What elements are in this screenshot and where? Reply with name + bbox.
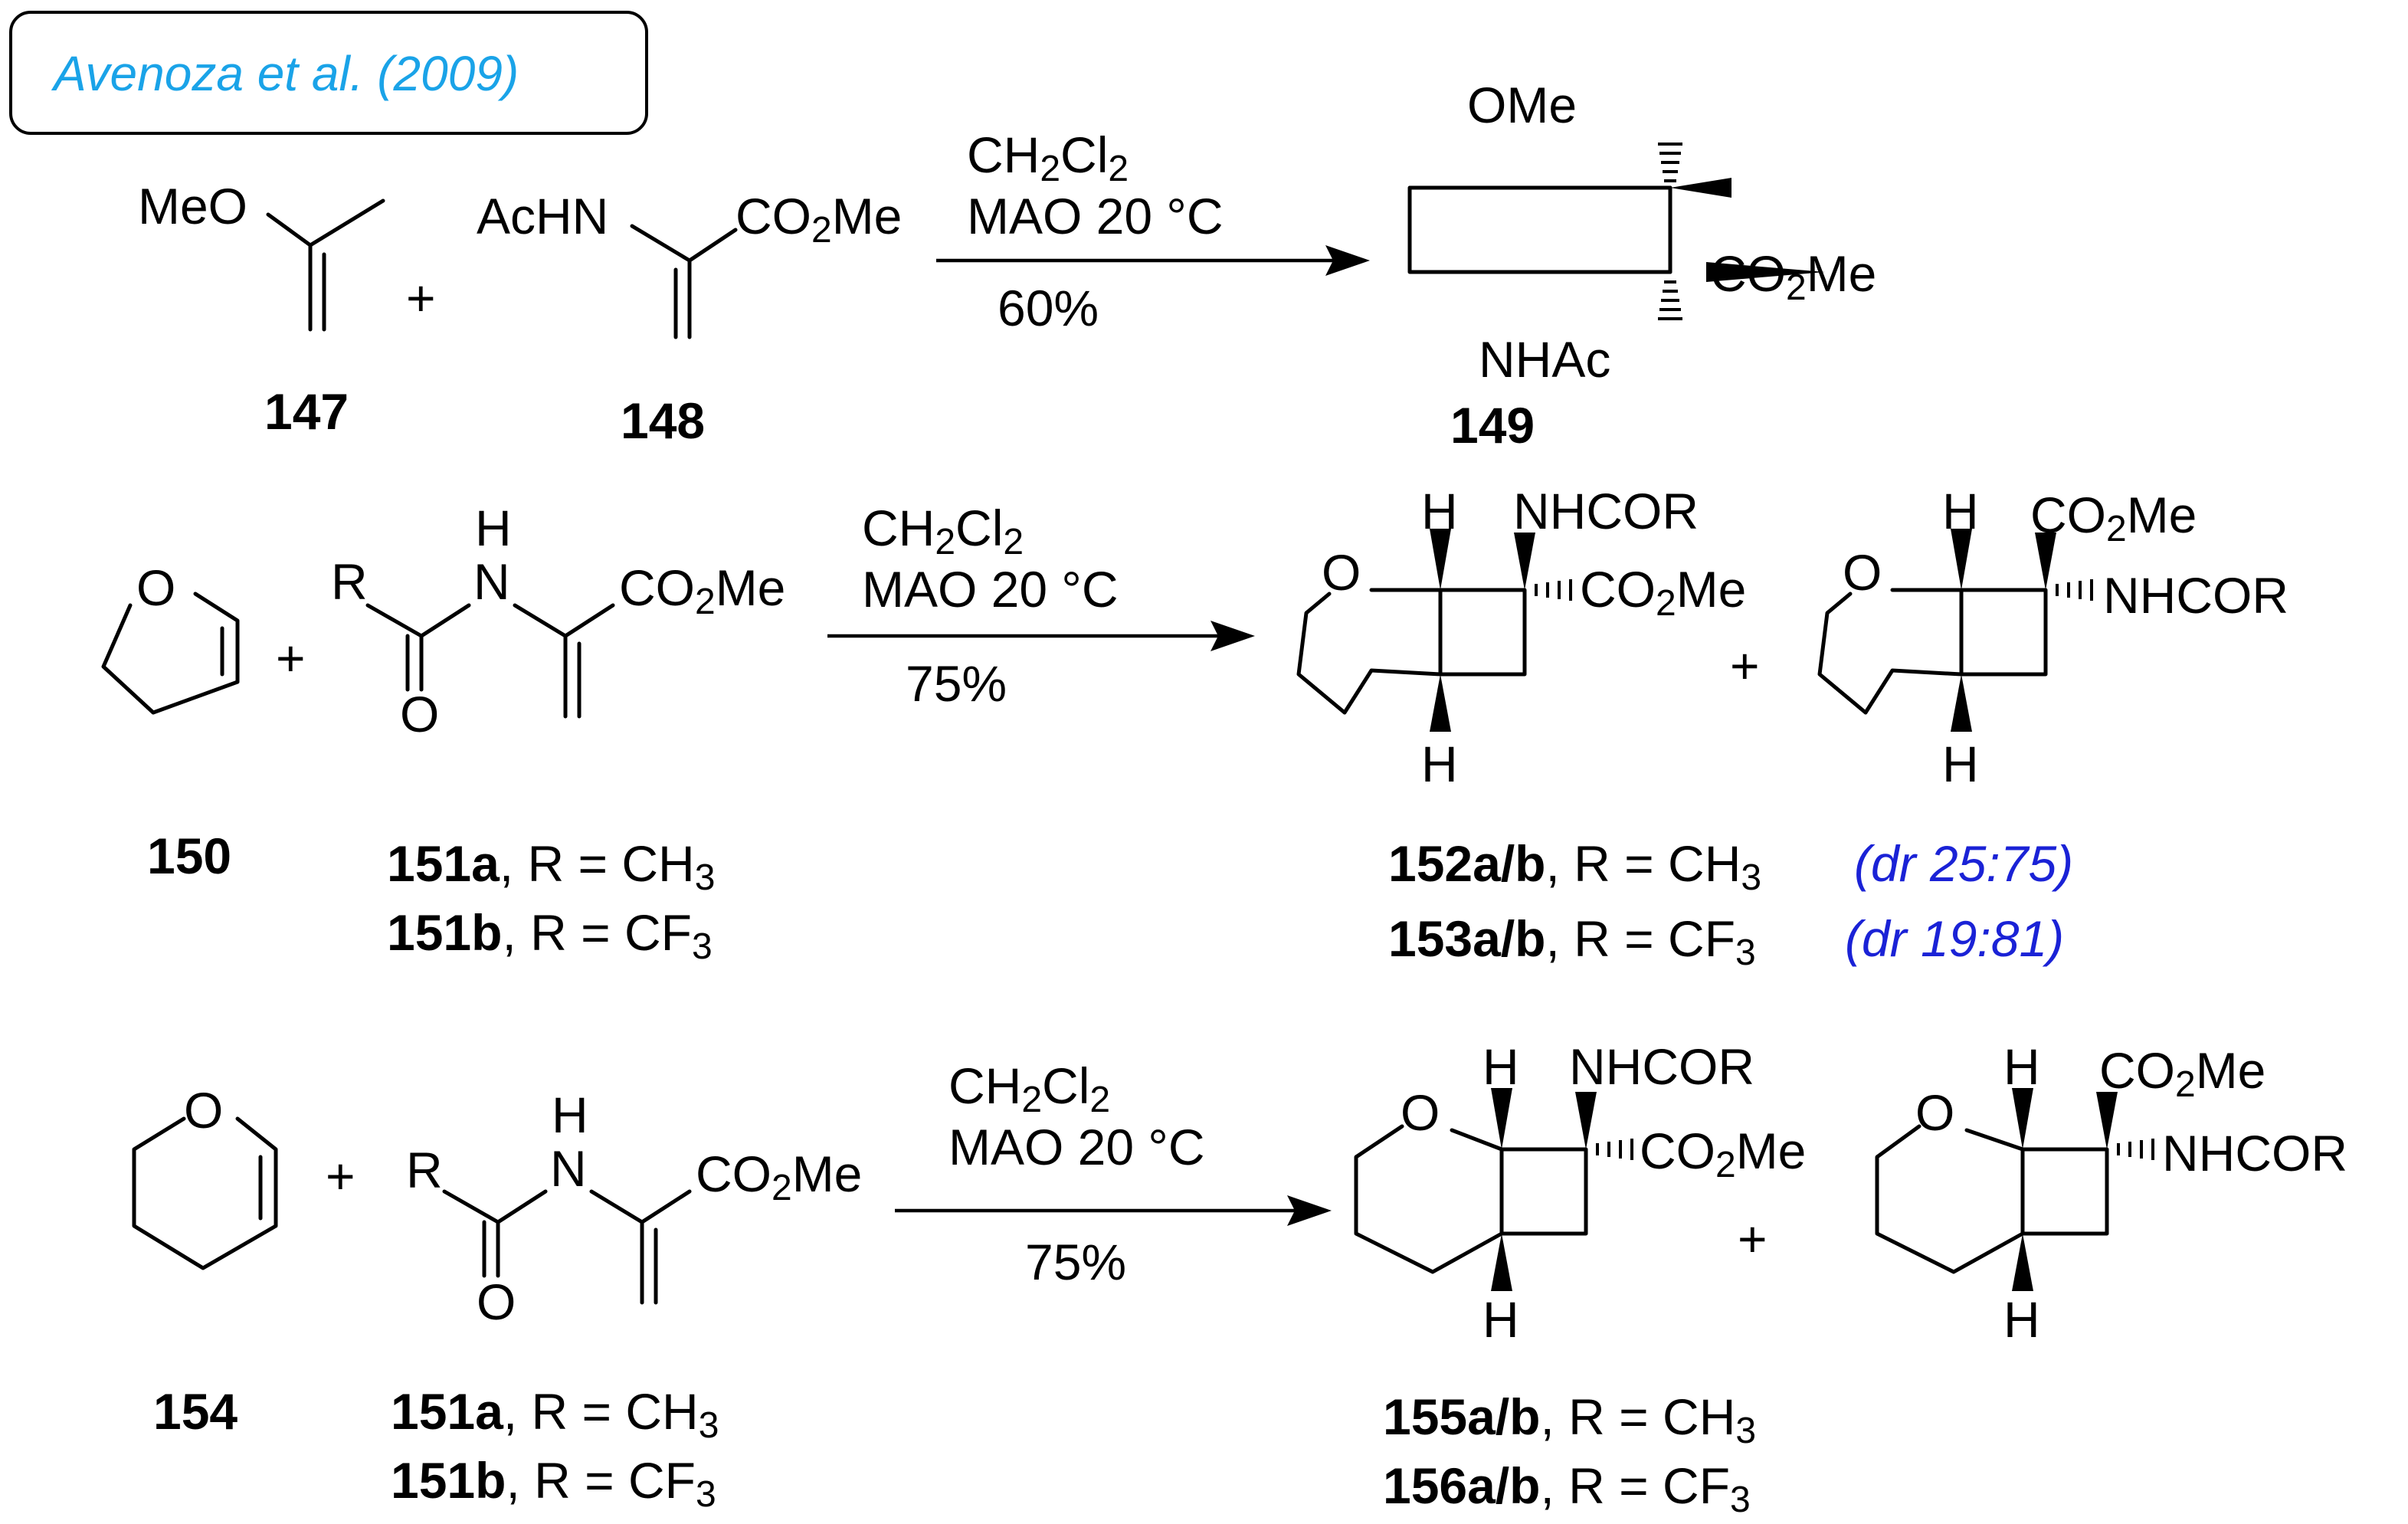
ester-label: CO2Me bbox=[1640, 1123, 1806, 1185]
variant-151a: 151a, R = CH3 bbox=[391, 1383, 719, 1446]
ester-label: CO2Me bbox=[619, 559, 785, 622]
dr-152: (dr 25:75) bbox=[1854, 835, 2073, 892]
compound-151-r3: R O H N CO2Me bbox=[406, 1086, 862, 1330]
label-156ab: 156a/b, R = CF3 bbox=[1383, 1457, 1751, 1520]
compound-149: OMe CO2Me NHAc bbox=[1407, 77, 1876, 388]
label-155ab: 155a/b, R = CH3 bbox=[1383, 1388, 1756, 1451]
r-group: R bbox=[331, 553, 368, 610]
compound-150: O bbox=[101, 559, 240, 715]
amide-h: H bbox=[475, 500, 512, 556]
ring-oxygen: O bbox=[1915, 1084, 1954, 1141]
ester-label: CO2Me bbox=[696, 1145, 862, 1208]
solvent-label: CH2Cl2 bbox=[948, 1057, 1110, 1120]
compound-148: AcHN CO2Me bbox=[477, 188, 902, 339]
h-bottom: H bbox=[1482, 1291, 1519, 1348]
nhcor-label: NHCOR bbox=[1513, 483, 1699, 539]
product-a-r2: O H H NHCOR CO2Me bbox=[1296, 483, 1746, 792]
compound-id-148: 148 bbox=[621, 392, 705, 449]
compound-154: O bbox=[132, 1082, 278, 1270]
amide-n: N bbox=[473, 553, 510, 610]
catalyst-label: MAO 20 °C bbox=[967, 188, 1223, 244]
plus-sign: + bbox=[406, 270, 436, 326]
amide-n: N bbox=[550, 1140, 587, 1197]
compound-id-149: 149 bbox=[1450, 397, 1535, 454]
reaction-1: MeO + AcHN CO2Me CH2Cl2 MAO 20 °C 60% OM… bbox=[138, 77, 1876, 454]
h-bottom: H bbox=[1942, 736, 1979, 792]
ring-oxygen: O bbox=[1322, 544, 1361, 601]
carbonyl-o: O bbox=[400, 686, 439, 742]
ring-oxygen: O bbox=[136, 559, 175, 616]
reaction-3: O + R O H N CO2Me CH2Cl2 MAO 20 °C 75% bbox=[132, 1038, 2347, 1520]
plus-sign: + bbox=[276, 630, 306, 687]
ester-label: CO2Me bbox=[736, 188, 902, 251]
carbonyl-o: O bbox=[477, 1273, 516, 1330]
h-top: H bbox=[2003, 1038, 2040, 1095]
plus-sign: + bbox=[1738, 1211, 1768, 1267]
catalyst-label: MAO 20 °C bbox=[948, 1119, 1204, 1175]
compound-id-150: 150 bbox=[147, 828, 231, 884]
yield-label: 75% bbox=[906, 655, 1007, 712]
nhcor-label: NHCOR bbox=[2162, 1125, 2347, 1182]
h-top: H bbox=[1482, 1038, 1519, 1095]
h-bottom: H bbox=[2003, 1291, 2040, 1348]
ester-label: CO2Me bbox=[2099, 1042, 2265, 1105]
dr-153: (dr 19:81) bbox=[1845, 910, 2064, 967]
reaction-arrow-2: CH2Cl2 MAO 20 °C 75% bbox=[827, 500, 1255, 712]
nhac-label: NHAc bbox=[1479, 331, 1610, 388]
solvent-label: CH2Cl2 bbox=[862, 500, 1024, 562]
plus-sign: + bbox=[1730, 637, 1760, 694]
compound-147: MeO bbox=[138, 178, 385, 332]
reaction-2: O + R O H N CO2Me CH2Cl2 MAO 20 °C 75% bbox=[101, 483, 2288, 973]
ring-oxygen: O bbox=[1843, 544, 1882, 601]
citation-box: Avenoza et al. (2009) bbox=[9, 11, 648, 135]
product-b-r2: O H H CO2Me NHCOR bbox=[1817, 483, 2288, 792]
product-b-r3: O H H CO2Me NHCOR bbox=[1875, 1038, 2347, 1348]
r-group: R bbox=[406, 1142, 443, 1198]
solvent-label: CH2Cl2 bbox=[967, 126, 1129, 189]
variant-151b: 151b, R = CF3 bbox=[391, 1452, 716, 1515]
plus-sign: + bbox=[326, 1148, 355, 1204]
h-top: H bbox=[1942, 483, 1979, 539]
yield-label: 75% bbox=[1025, 1234, 1126, 1290]
product-ester-label: CO2Me bbox=[1710, 245, 1876, 308]
nhcor-label: NHCOR bbox=[1569, 1038, 1754, 1095]
compound-id-154: 154 bbox=[153, 1383, 238, 1440]
compound-id-147: 147 bbox=[264, 383, 349, 440]
ester-label: CO2Me bbox=[1580, 561, 1746, 624]
h-bottom: H bbox=[1421, 736, 1458, 792]
label-152ab: 152a/b, R = CH3 bbox=[1388, 835, 1761, 898]
product-a-r3: O H H NHCOR CO2Me bbox=[1354, 1038, 1806, 1348]
ester-label: CO2Me bbox=[2030, 487, 2197, 549]
citation-text: Avenoza et al. (2009) bbox=[51, 46, 519, 101]
amide-h: H bbox=[552, 1086, 588, 1143]
nhcor-label: NHCOR bbox=[2103, 567, 2288, 624]
h-top: H bbox=[1421, 483, 1458, 539]
ring-oxygen: O bbox=[1401, 1084, 1440, 1141]
variant-151b: 151b, R = CF3 bbox=[387, 904, 713, 967]
catalyst-label: MAO 20 °C bbox=[862, 561, 1118, 618]
methoxy-label: MeO bbox=[138, 178, 247, 234]
yield-label: 60% bbox=[998, 280, 1099, 336]
variant-151a: 151a, R = CH3 bbox=[387, 835, 715, 898]
ring-oxygen: O bbox=[184, 1082, 223, 1139]
acetamido-label: AcHN bbox=[477, 188, 608, 244]
compound-151-r2: R O H N CO2Me bbox=[331, 500, 785, 742]
label-153ab: 153a/b, R = CF3 bbox=[1388, 910, 1756, 973]
ome-label: OMe bbox=[1467, 77, 1577, 133]
reaction-arrow-1: CH2Cl2 MAO 20 °C 60% bbox=[936, 126, 1370, 336]
reaction-arrow-3: CH2Cl2 MAO 20 °C 75% bbox=[895, 1057, 1332, 1290]
